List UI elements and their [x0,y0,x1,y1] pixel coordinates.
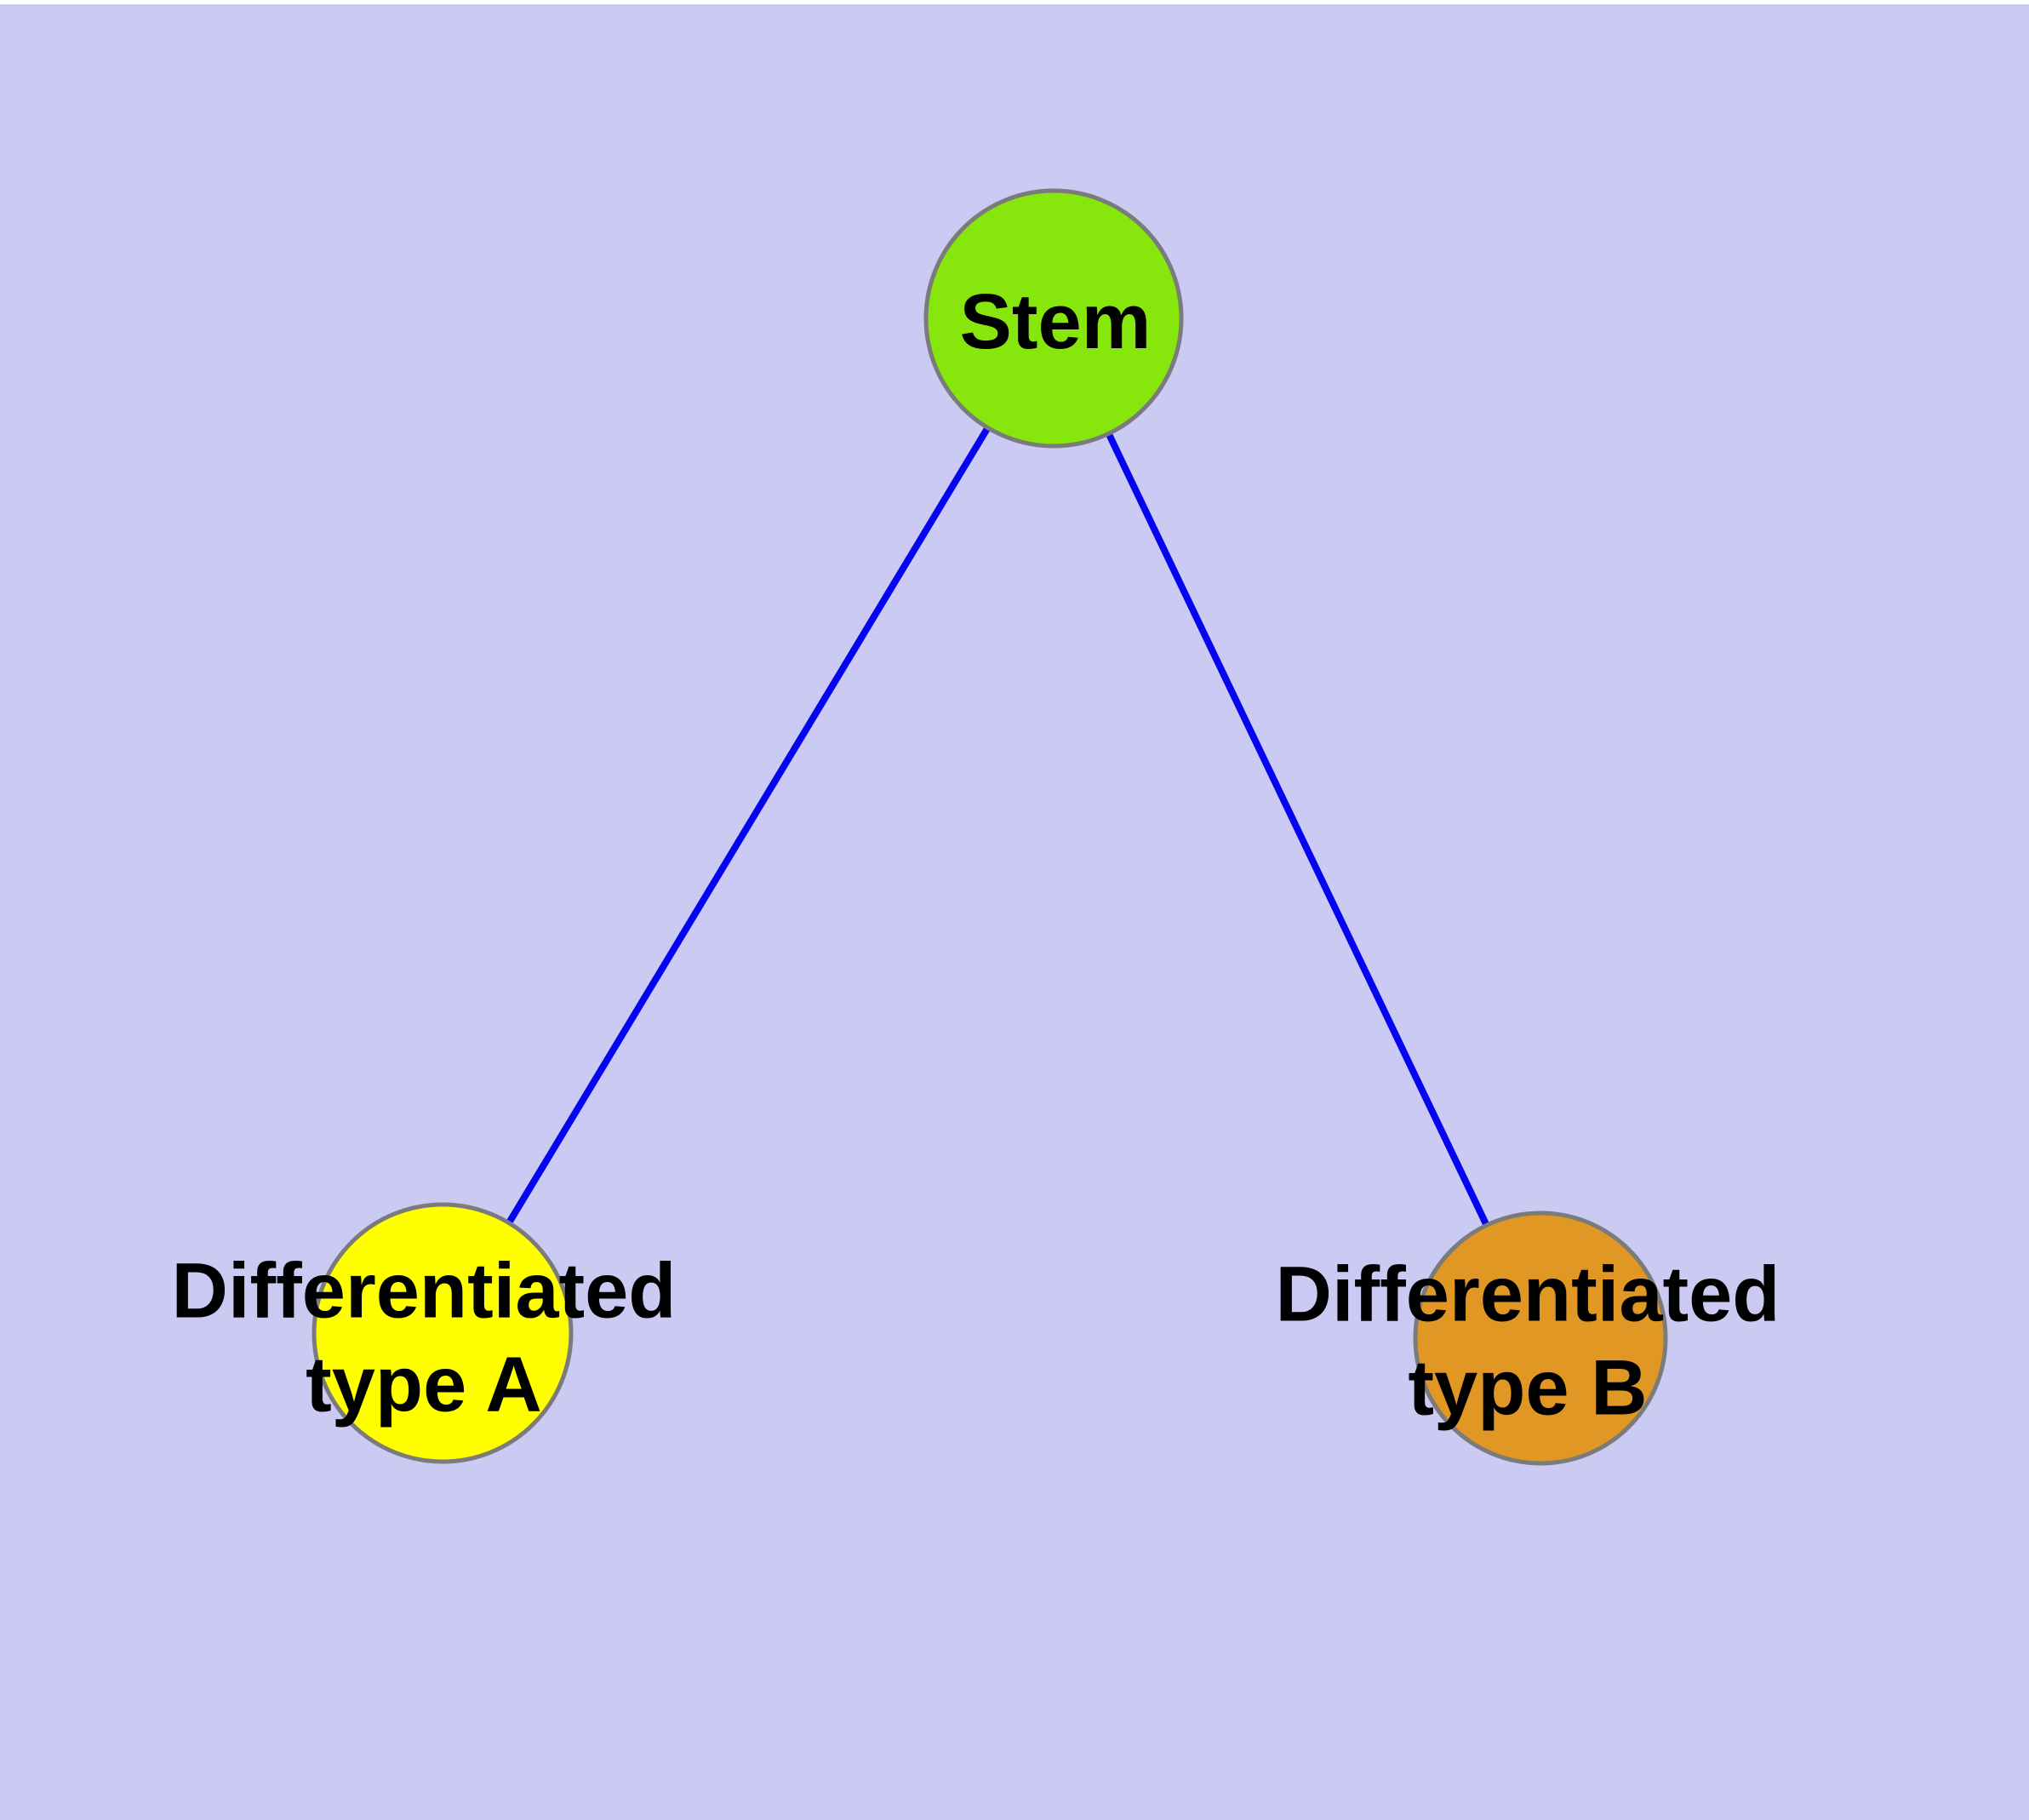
node-stem-circle [923,188,1184,449]
node-type-b-label: Differentiated type B [1275,1251,1780,1432]
top-white-strip [0,0,2029,4]
node-type-b-circle [1413,1210,1668,1466]
node-type-a-circle [311,1202,574,1464]
edge-stem-to-type-a [439,316,1057,1336]
node-type-a-label: Differentiated type A [171,1247,677,1428]
edge-stem-to-type-b [1050,317,1544,1340]
node-stem-label: Stem [959,278,1152,365]
